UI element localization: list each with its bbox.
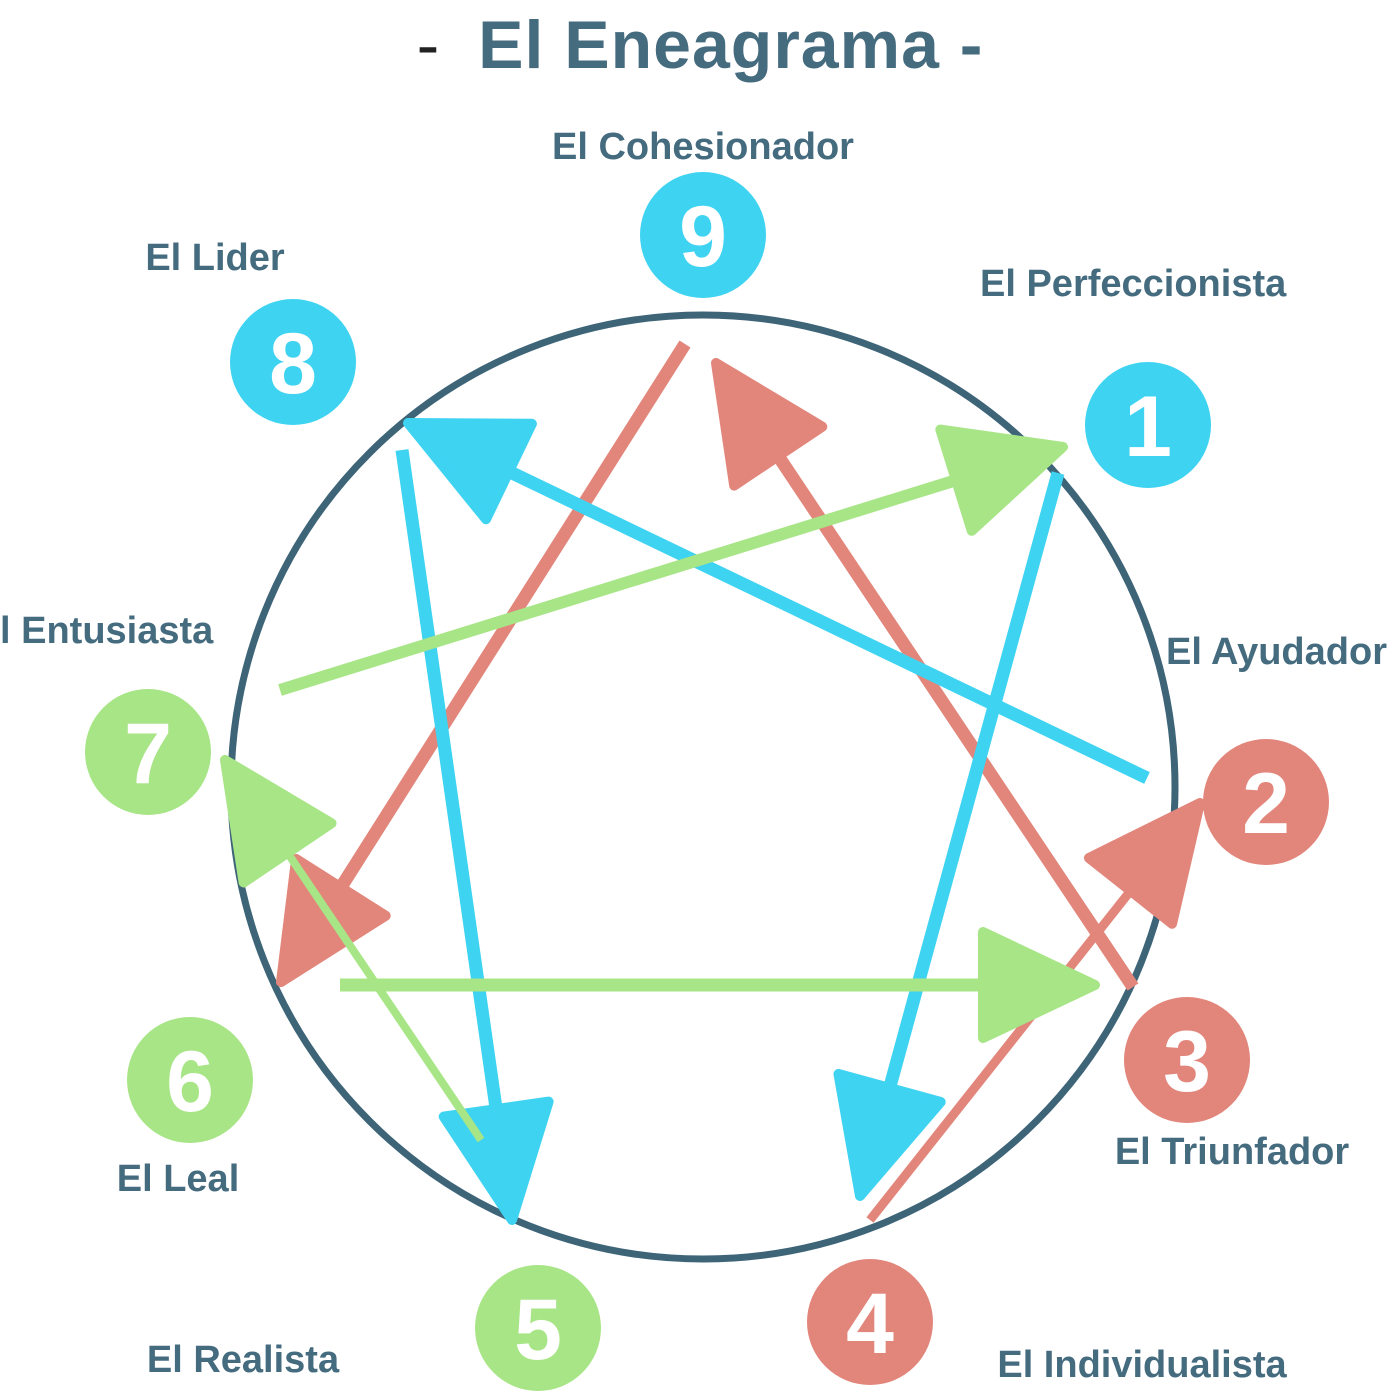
arrow-6-to-3	[340, 927, 1100, 1043]
arrow-head	[935, 424, 1068, 536]
type-number: 9	[679, 189, 727, 285]
arrow-shaft	[866, 884, 1137, 1223]
type-number: 7	[124, 706, 172, 802]
arrow-5-to-7	[220, 755, 485, 1143]
type-node-circle	[1124, 997, 1250, 1123]
type-node-4: 4	[807, 1259, 933, 1385]
type-label-2: El Ayudador	[1166, 631, 1387, 673]
type-label-7: l Entusiasta	[0, 610, 214, 652]
arrow-shaft	[502, 463, 1150, 784]
arrow-8-to-5	[395, 449, 554, 1225]
type-number: 2	[1242, 756, 1290, 852]
type-number: 6	[166, 1034, 214, 1130]
type-label-3: El Triunfador	[1115, 1131, 1350, 1173]
type-node-9: 9	[640, 172, 766, 298]
arrow-shaft	[395, 449, 504, 1115]
labels-layer: El Perfeccionista El Ayudador El Triunfado…	[0, 126, 1387, 1386]
type-label-5: El Realista	[147, 1339, 340, 1381]
type-label-4: El Individualista	[997, 1344, 1287, 1386]
arrow-shaft	[770, 449, 1139, 991]
arrow-head	[220, 755, 337, 888]
title-text: El Eneagrama -	[478, 7, 984, 83]
arrow-head	[1083, 798, 1205, 929]
type-label-8: El Lider	[145, 237, 285, 279]
type-node-2: 2	[1203, 739, 1329, 865]
type-number: 1	[1124, 379, 1172, 475]
type-node-7: 7	[85, 689, 211, 815]
type-node-5: 5	[475, 1265, 601, 1391]
arrow-7-to-1	[278, 424, 1068, 696]
page-title: - El Eneagrama -	[0, 6, 1400, 84]
type-label-1: El Perfeccionista	[980, 263, 1287, 305]
arrow-3-to-9	[711, 358, 1139, 991]
type-number: 4	[846, 1276, 894, 1372]
type-node-circle	[1203, 739, 1329, 865]
type-number: 3	[1163, 1014, 1211, 1110]
arrow-head	[978, 927, 1100, 1043]
type-node-6: 6	[127, 1017, 253, 1143]
type-node-circle	[230, 299, 356, 425]
nodes-layer: 1 2 3 4 5 6 7 8 9	[85, 172, 1329, 1391]
type-label-6: El Leal	[117, 1158, 240, 1200]
arrow-4-to-2	[866, 798, 1205, 1223]
arrow-shaft	[278, 473, 962, 696]
type-node-circle	[640, 172, 766, 298]
type-node-circle	[1085, 362, 1211, 488]
title-prefix: -	[416, 7, 441, 83]
arrow-shaft	[282, 847, 485, 1143]
arrow-head	[403, 418, 537, 525]
type-node-1: 1	[1085, 362, 1211, 488]
arrow-head	[833, 1068, 946, 1201]
type-label-9: El Cohesionador	[552, 126, 854, 168]
type-node-circle	[127, 1017, 253, 1143]
type-number: 5	[514, 1282, 562, 1378]
arrow-head	[438, 1096, 554, 1225]
type-number: 8	[269, 316, 317, 412]
arrows-layer	[220, 340, 1205, 1225]
type-node-circle	[807, 1259, 933, 1385]
type-node-8: 8	[230, 299, 356, 425]
arrow-2-to-8	[403, 418, 1150, 784]
arrow-head	[711, 358, 828, 491]
type-node-circle	[85, 689, 211, 815]
type-node-3: 3	[1124, 997, 1250, 1123]
type-node-circle	[475, 1265, 601, 1391]
